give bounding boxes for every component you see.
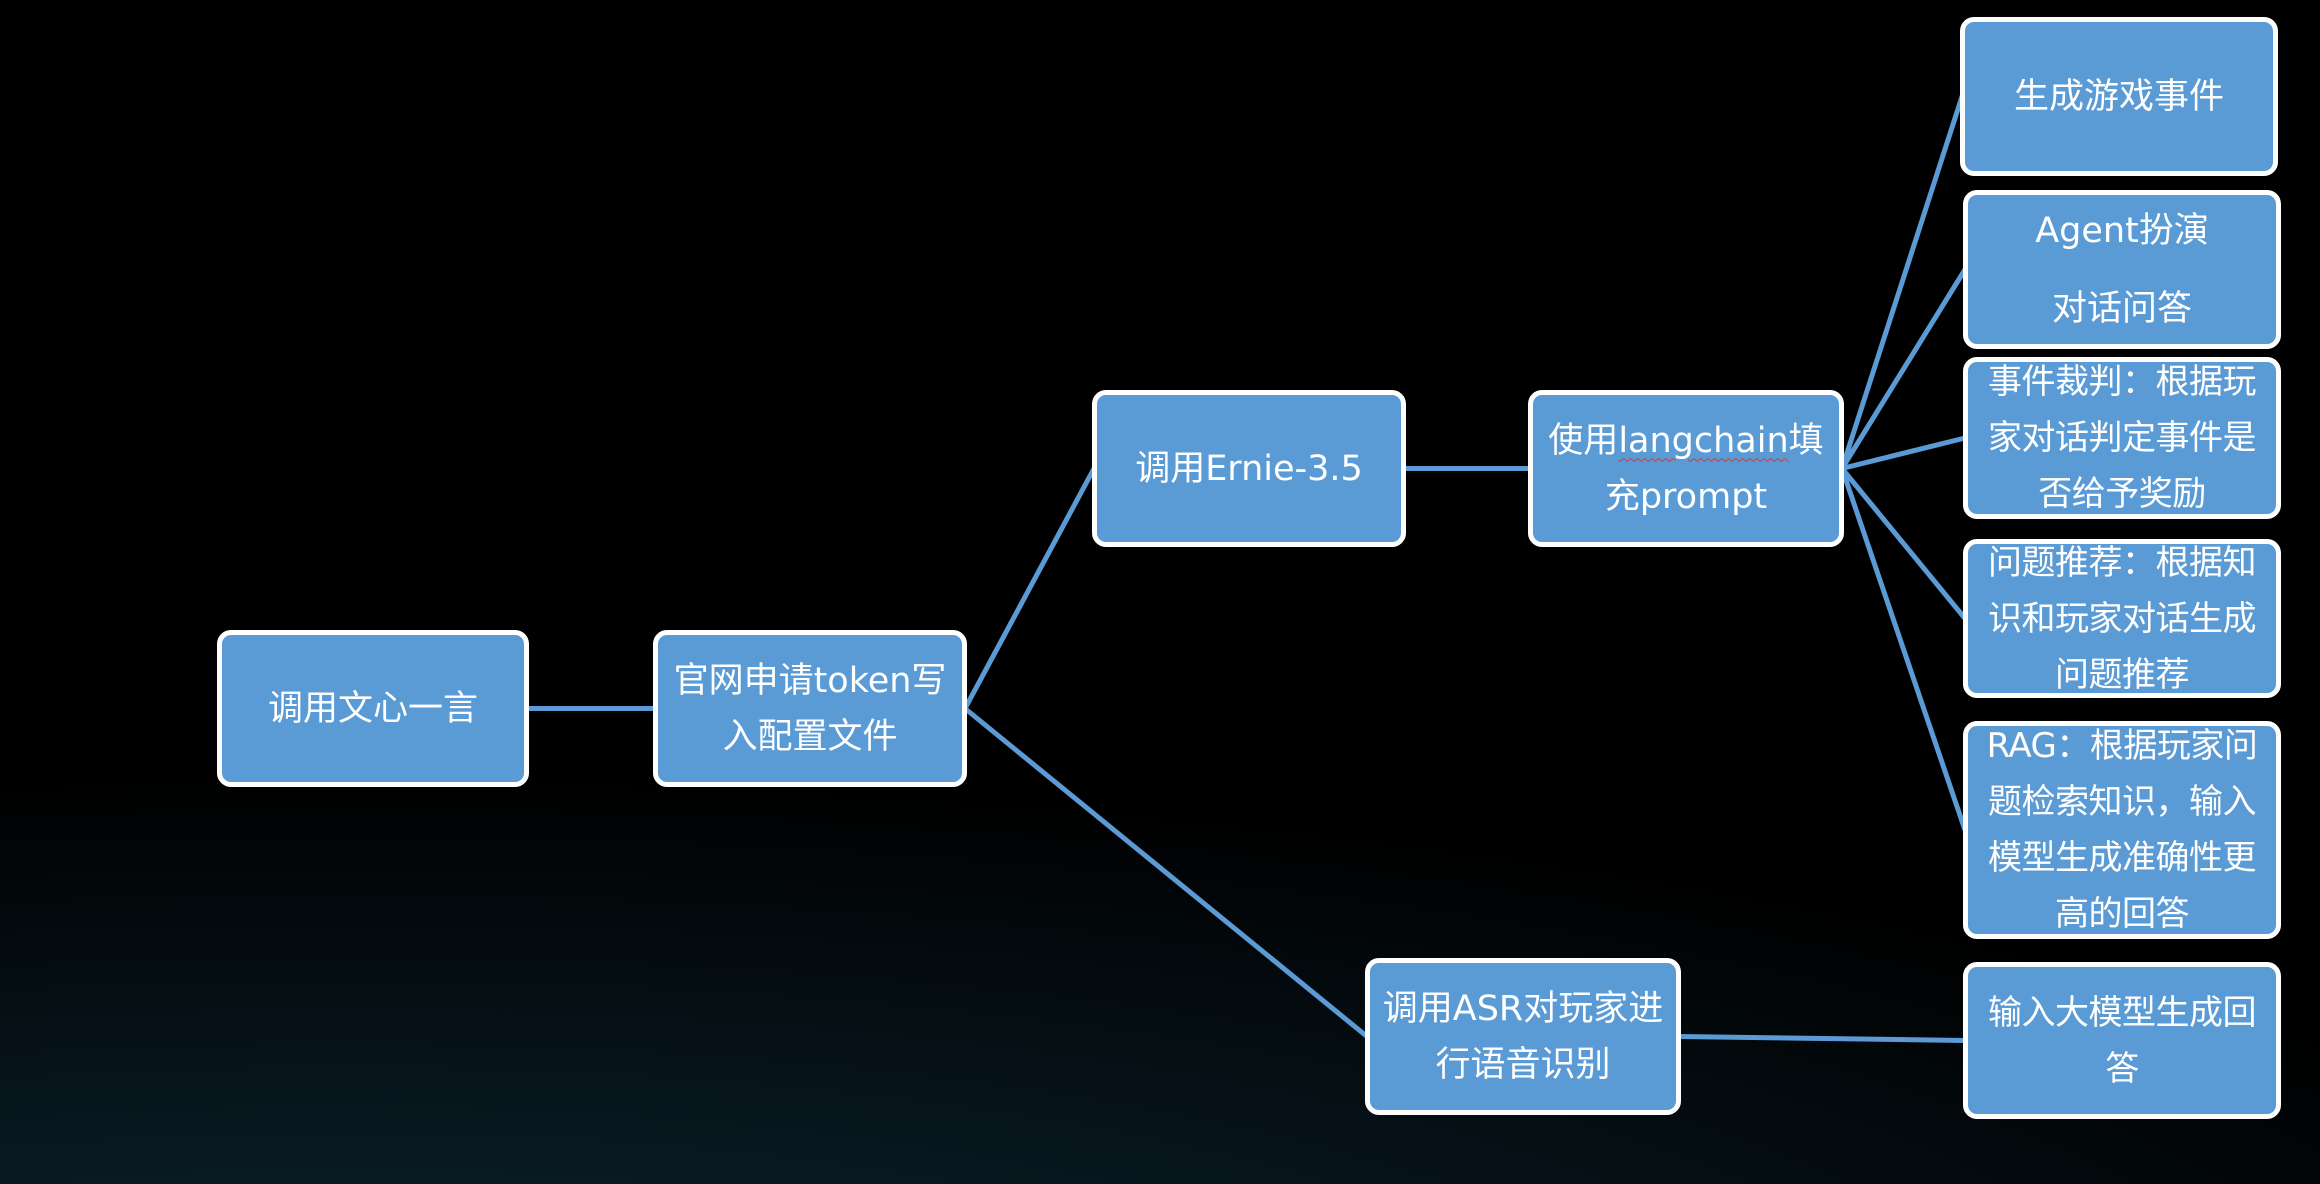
node-llm-generate-answer-line-1: 输入大模型生成回	[1988, 992, 2257, 1033]
node-event-judge[interactable]: 事件裁判：根据玩 家对话判定事件是 否给予奖励	[1963, 357, 2281, 519]
node-call-ernie[interactable]: 调用Ernie-3.5	[1092, 390, 1406, 547]
node-call-asr[interactable]: 调用ASR对玩家进 行语音识别	[1365, 958, 1681, 1115]
node-rag-answer-line-1: RAG：根据玩家问	[1986, 726, 2258, 766]
node-call-asr-line-1: 调用ASR对玩家进	[1382, 988, 1664, 1029]
connector-asr-to-answer	[1676, 1034, 1968, 1043]
connector-token-to-asr	[962, 706, 1370, 1039]
spellcheck-underline: langchain	[1618, 420, 1789, 461]
connector-langchain-to-rag	[1839, 466, 1968, 833]
connector-langchain-to-recommend	[1839, 466, 1968, 621]
node-question-recommend[interactable]: 问题推荐：根据知 识和玩家对话生成 问题推荐	[1963, 539, 2281, 698]
node-langchain-prompt-line-2: 充prompt	[1604, 476, 1768, 517]
node-question-recommend-line-3: 问题推荐	[2055, 654, 2190, 695]
node-agent-roleplay-line-1: Agent扮演	[2035, 210, 2209, 251]
node-question-recommend-line-2: 识和玩家对话生成	[1988, 598, 2257, 639]
connector-token-to-ernie	[962, 466, 1097, 711]
node-apply-token-line-2: 入配置文件	[722, 716, 898, 757]
node-rag-answer-line-2: 题检索知识，输入	[1987, 782, 2257, 822]
node-rag-answer-line-3: 模型生成准确性更	[1987, 838, 2257, 878]
node-rag-answer[interactable]: RAG：根据玩家问 题检索知识，输入 模型生成准确性更 高的回答	[1963, 721, 2281, 939]
node-call-ernie-label: 调用Ernie-3.5	[1135, 448, 1363, 489]
node-langchain-prompt[interactable]: 使用langchain填 充prompt	[1528, 390, 1844, 547]
node-call-asr-line-2: 行语音识别	[1435, 1044, 1611, 1085]
node-call-wenxin-label: 调用文心一言	[267, 688, 478, 729]
node-apply-token-line-1: 官网申请token写	[673, 660, 947, 701]
node-event-judge-line-1: 事件裁判：根据玩	[1988, 362, 2257, 402]
node-agent-roleplay[interactable]: Agent扮演 对话问答	[1963, 190, 2281, 349]
node-llm-generate-answer[interactable]: 输入大模型生成回 答	[1963, 962, 2281, 1119]
node-event-judge-line-2: 家对话判定事件是	[1988, 418, 2257, 458]
node-call-wenxin[interactable]: 调用文心一言	[217, 630, 529, 787]
node-langchain-prompt-line-1: 使用langchain填	[1548, 420, 1824, 461]
connector-langchain-to-judge	[1839, 435, 1968, 471]
connector-langchain-to-agent	[1839, 267, 1968, 471]
node-apply-token[interactable]: 官网申请token写 入配置文件	[653, 630, 967, 787]
node-generate-game-event[interactable]: 生成游戏事件	[1960, 17, 2278, 176]
node-agent-roleplay-line-2: 对话问答	[2051, 288, 2192, 329]
node-rag-answer-line-4: 高的回答	[2054, 894, 2190, 934]
connector-langchain-to-game_event	[1839, 94, 1965, 471]
node-llm-generate-answer-line-2: 答	[2105, 1048, 2139, 1089]
node-event-judge-line-3: 否给予奖励	[2038, 474, 2206, 514]
node-question-recommend-line-1: 问题推荐：根据知	[1988, 542, 2257, 583]
node-generate-game-event-label: 生成游戏事件	[2013, 76, 2224, 117]
